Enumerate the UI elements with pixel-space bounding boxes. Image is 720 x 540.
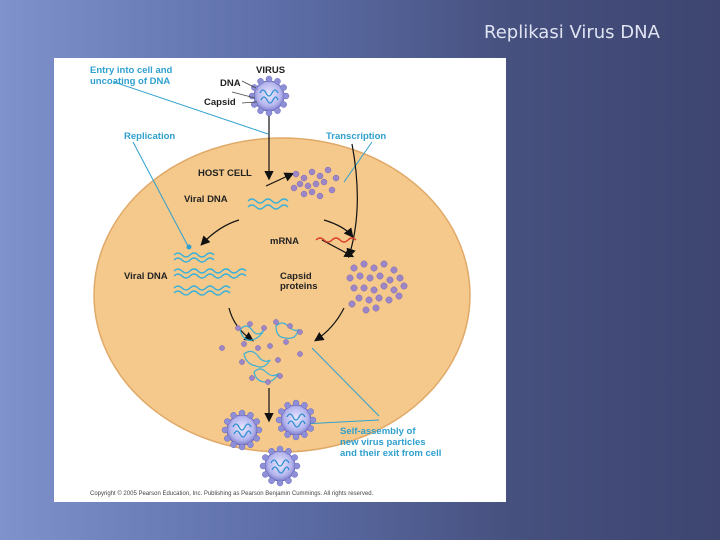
label-self-assembly-line1: Self-assembly of [340, 426, 416, 437]
label-mrna: mRNA [270, 236, 299, 247]
label-entry-line1: Entry into cell and [90, 65, 173, 76]
label-self-assembly-line2: new virus particles [340, 437, 426, 448]
slide-title: Replikasi Virus DNA [484, 22, 660, 43]
label-capsid: Capsid [204, 97, 236, 108]
label-capsid-proteins-line1: Capsid [280, 271, 312, 282]
label-viral-dna-top: Viral DNA [184, 194, 228, 205]
label-viral-dna-left: Viral DNA [124, 271, 168, 282]
entering-virus-icon [248, 75, 290, 117]
label-entry-line2: uncoating of DNA [90, 76, 170, 87]
label-self-assembly-line3: and their exit from cell [340, 448, 441, 459]
copyright-notice: Copyright © 2005 Pearson Education, Inc.… [90, 490, 374, 497]
capsid-protein-cluster-icon [290, 166, 340, 200]
label-host-cell: HOST CELL [198, 168, 252, 179]
label-transcription: Transcription [326, 131, 386, 142]
label-replication: Replication [124, 131, 175, 142]
label-dna: DNA [220, 78, 241, 89]
viral-dna-strand-icon [247, 198, 289, 210]
label-virus: VIRUS [256, 65, 285, 76]
mrna-strand-icon [315, 237, 357, 243]
virus-replication-diagram: Entry into cell and uncoating of DNA VIR… [54, 58, 506, 502]
capsid-proteins-icon [346, 260, 408, 314]
label-capsid-proteins-line2: proteins [280, 281, 317, 292]
assembling-virions-icon [219, 319, 303, 385]
replicated-dna-icon [173, 252, 247, 296]
host-cell [93, 137, 471, 453]
